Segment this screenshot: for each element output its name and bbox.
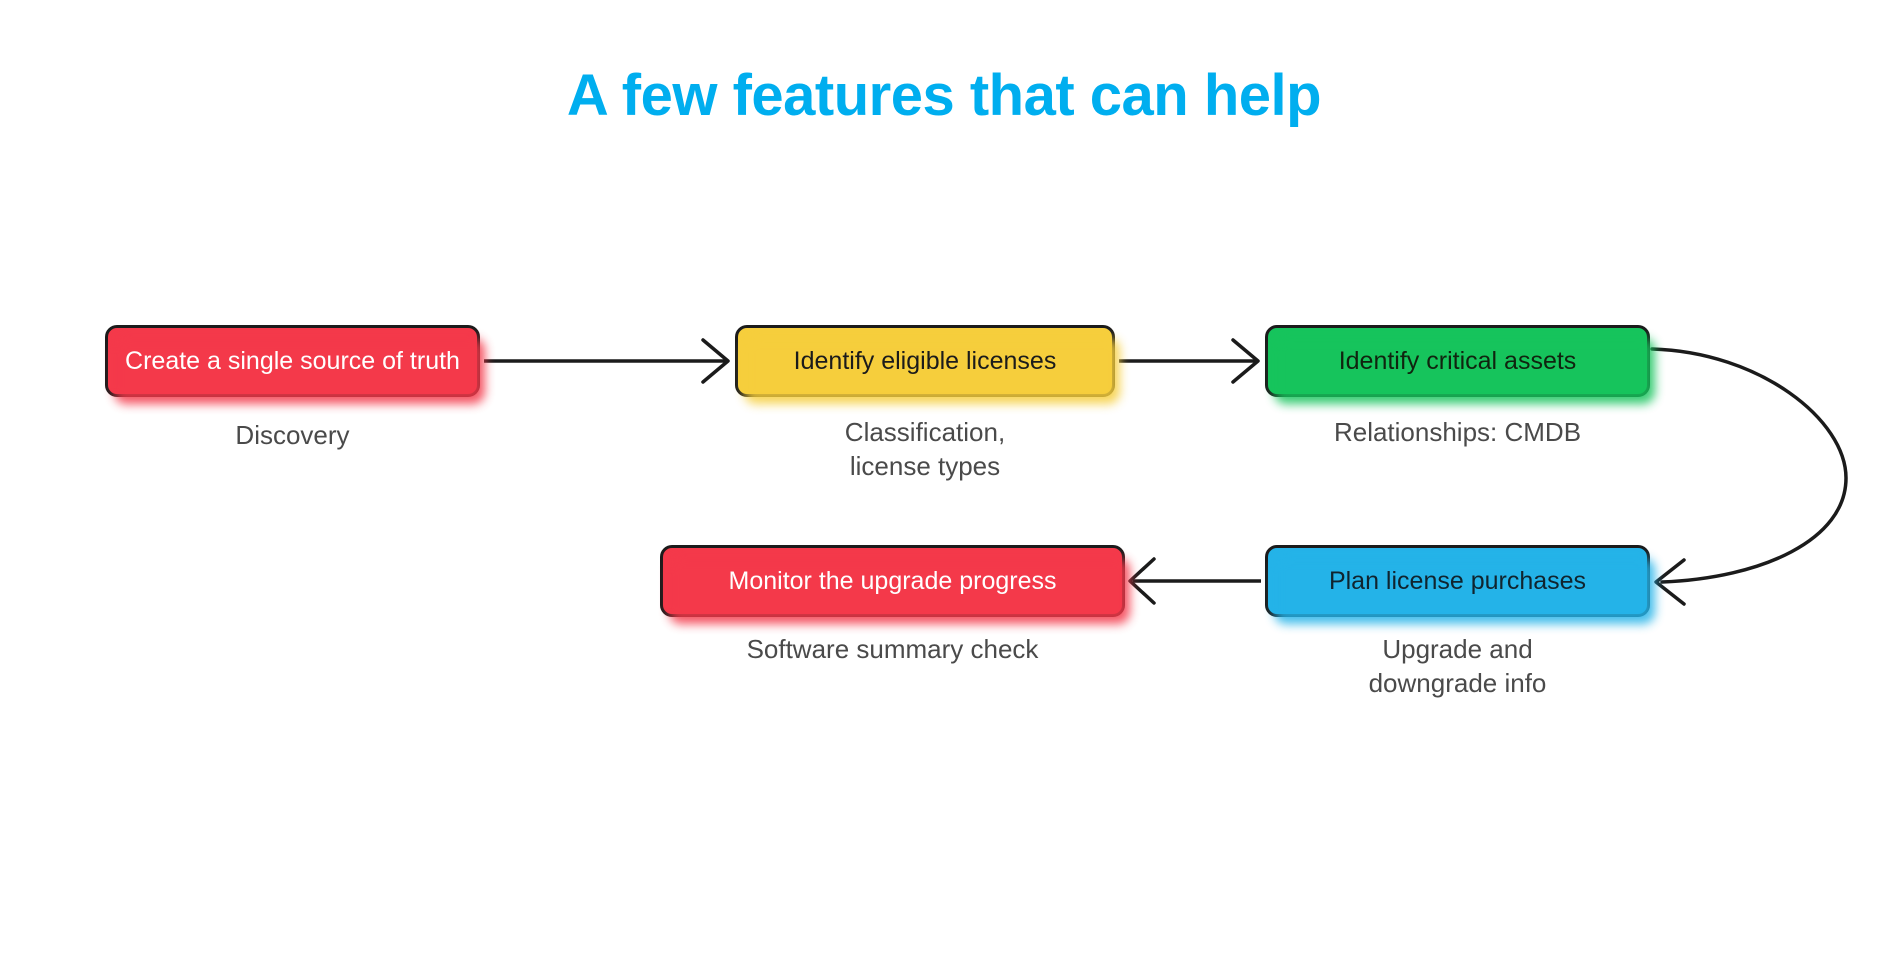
node-label: Plan license purchases bbox=[1328, 567, 1587, 595]
arrow-discovery-to-eligible bbox=[484, 338, 730, 384]
caption-line: Upgrade and bbox=[1382, 634, 1533, 664]
node-caption-critical: Relationships: CMDB bbox=[1255, 415, 1660, 449]
process-node-identify-eligible-licenses[interactable]: Identify eligible licenses bbox=[735, 325, 1115, 397]
caption-line: Software summary check bbox=[746, 634, 1039, 664]
node-caption-eligible: Classification, license types bbox=[720, 415, 1130, 484]
arrow-eligible-to-critical bbox=[1119, 338, 1260, 384]
process-node-create-single-source-of-truth[interactable]: Create a single source of truth bbox=[105, 325, 480, 397]
node-caption-monitor: Software summary check bbox=[645, 632, 1140, 666]
node-label: Identify critical assets bbox=[1338, 347, 1577, 375]
caption-line: downgrade info bbox=[1368, 668, 1547, 699]
page-title: A few features that can help bbox=[566, 63, 1322, 128]
node-label: Create a single source of truth bbox=[125, 347, 460, 375]
node-caption-discovery: Discovery bbox=[105, 418, 480, 452]
arrow-plan-to-monitor bbox=[1128, 557, 1261, 605]
caption-line: license types bbox=[849, 451, 1001, 482]
process-node-plan-license-purchases[interactable]: Plan license purchases bbox=[1265, 545, 1650, 617]
process-node-monitor-upgrade-progress[interactable]: Monitor the upgrade progress bbox=[660, 545, 1125, 617]
arrow-critical-to-plan bbox=[1650, 347, 1848, 606]
caption-line: Relationships: CMDB bbox=[1333, 417, 1582, 447]
caption-line: Classification, bbox=[844, 417, 1006, 447]
node-label: Monitor the upgrade progress bbox=[728, 567, 1057, 595]
node-caption-plan: Upgrade and downgrade info bbox=[1255, 632, 1660, 701]
node-label: Identify eligible licenses bbox=[793, 347, 1057, 375]
process-node-identify-critical-assets[interactable]: Identify critical assets bbox=[1265, 325, 1650, 397]
caption-line: Discovery bbox=[235, 420, 350, 450]
